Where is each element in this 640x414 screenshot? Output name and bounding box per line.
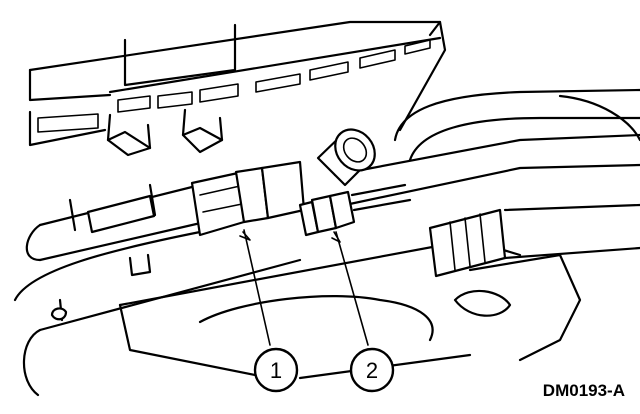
callout-1: 1 — [253, 347, 299, 393]
service-port — [316, 128, 376, 187]
callout-2-label: 2 — [366, 358, 378, 383]
upper-hose — [333, 133, 640, 207]
leader-lines — [239, 229, 369, 346]
callout-1-label: 1 — [270, 358, 282, 383]
coupling-nut-1 — [190, 160, 306, 237]
figure-code: DM0193-A — [543, 381, 625, 400]
fitting-2 — [298, 183, 412, 237]
right-bracket — [393, 88, 640, 362]
callout-2: 2 — [349, 347, 395, 393]
upper-body-panel — [28, 20, 447, 157]
hose-connector — [428, 203, 640, 278]
